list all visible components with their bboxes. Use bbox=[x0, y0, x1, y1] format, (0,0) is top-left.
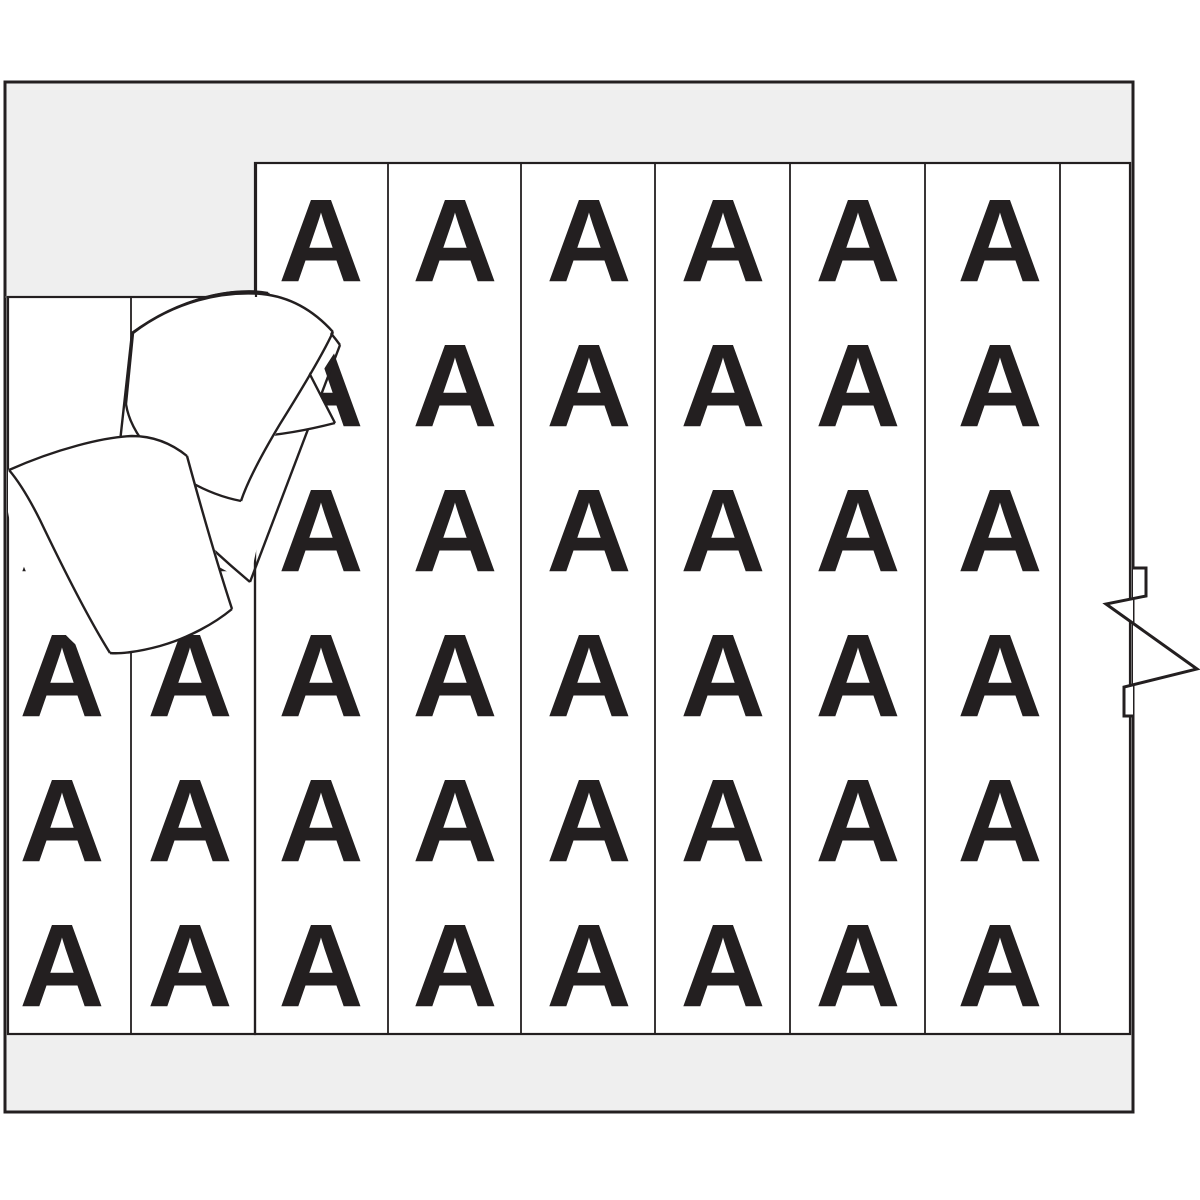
label-char: A bbox=[19, 900, 104, 1032]
label-char: A bbox=[412, 900, 497, 1032]
label-char: A bbox=[412, 320, 497, 452]
label-block-right bbox=[255, 163, 1130, 1034]
label-char: A bbox=[815, 755, 900, 887]
peeled-label-lower-final bbox=[8, 434, 234, 655]
label-char: A bbox=[957, 755, 1042, 887]
label-char: A bbox=[957, 465, 1042, 597]
label-char: A bbox=[147, 900, 232, 1032]
label-char: A bbox=[412, 755, 497, 887]
label-char: A bbox=[546, 900, 631, 1032]
label-char: A bbox=[815, 320, 900, 452]
label-char: A bbox=[680, 900, 765, 1032]
label-char: A bbox=[680, 320, 765, 452]
label-char: A bbox=[19, 755, 104, 887]
label-char: A bbox=[815, 175, 900, 307]
label-char: A bbox=[957, 610, 1042, 742]
label-char: A bbox=[278, 755, 363, 887]
label-char: A bbox=[278, 465, 363, 597]
label-char: A bbox=[815, 900, 900, 1032]
label-char: A bbox=[546, 320, 631, 452]
label-char: A bbox=[412, 465, 497, 597]
label-char: A bbox=[546, 610, 631, 742]
label-char: A bbox=[680, 465, 765, 597]
label-char: A bbox=[680, 755, 765, 887]
label-char: A bbox=[815, 610, 900, 742]
label-char: A bbox=[412, 175, 497, 307]
label-char: A bbox=[412, 610, 497, 742]
label-char: A bbox=[546, 755, 631, 887]
label-char: A bbox=[957, 900, 1042, 1032]
label-char: A bbox=[815, 465, 900, 597]
label-char: A bbox=[546, 465, 631, 597]
label-char: A bbox=[957, 175, 1042, 307]
arrow-notch bbox=[1102, 566, 1200, 718]
label-characters: A A A A A A A A A A A A A A A A A A A A … bbox=[19, 175, 1042, 1032]
label-char: A bbox=[278, 175, 363, 307]
label-char: A bbox=[680, 175, 765, 307]
label-char: A bbox=[546, 175, 631, 307]
label-char: A bbox=[278, 900, 363, 1032]
label-char: A bbox=[680, 610, 765, 742]
label-char: A bbox=[147, 755, 232, 887]
label-char: A bbox=[278, 610, 363, 742]
label-char: A bbox=[957, 320, 1042, 452]
